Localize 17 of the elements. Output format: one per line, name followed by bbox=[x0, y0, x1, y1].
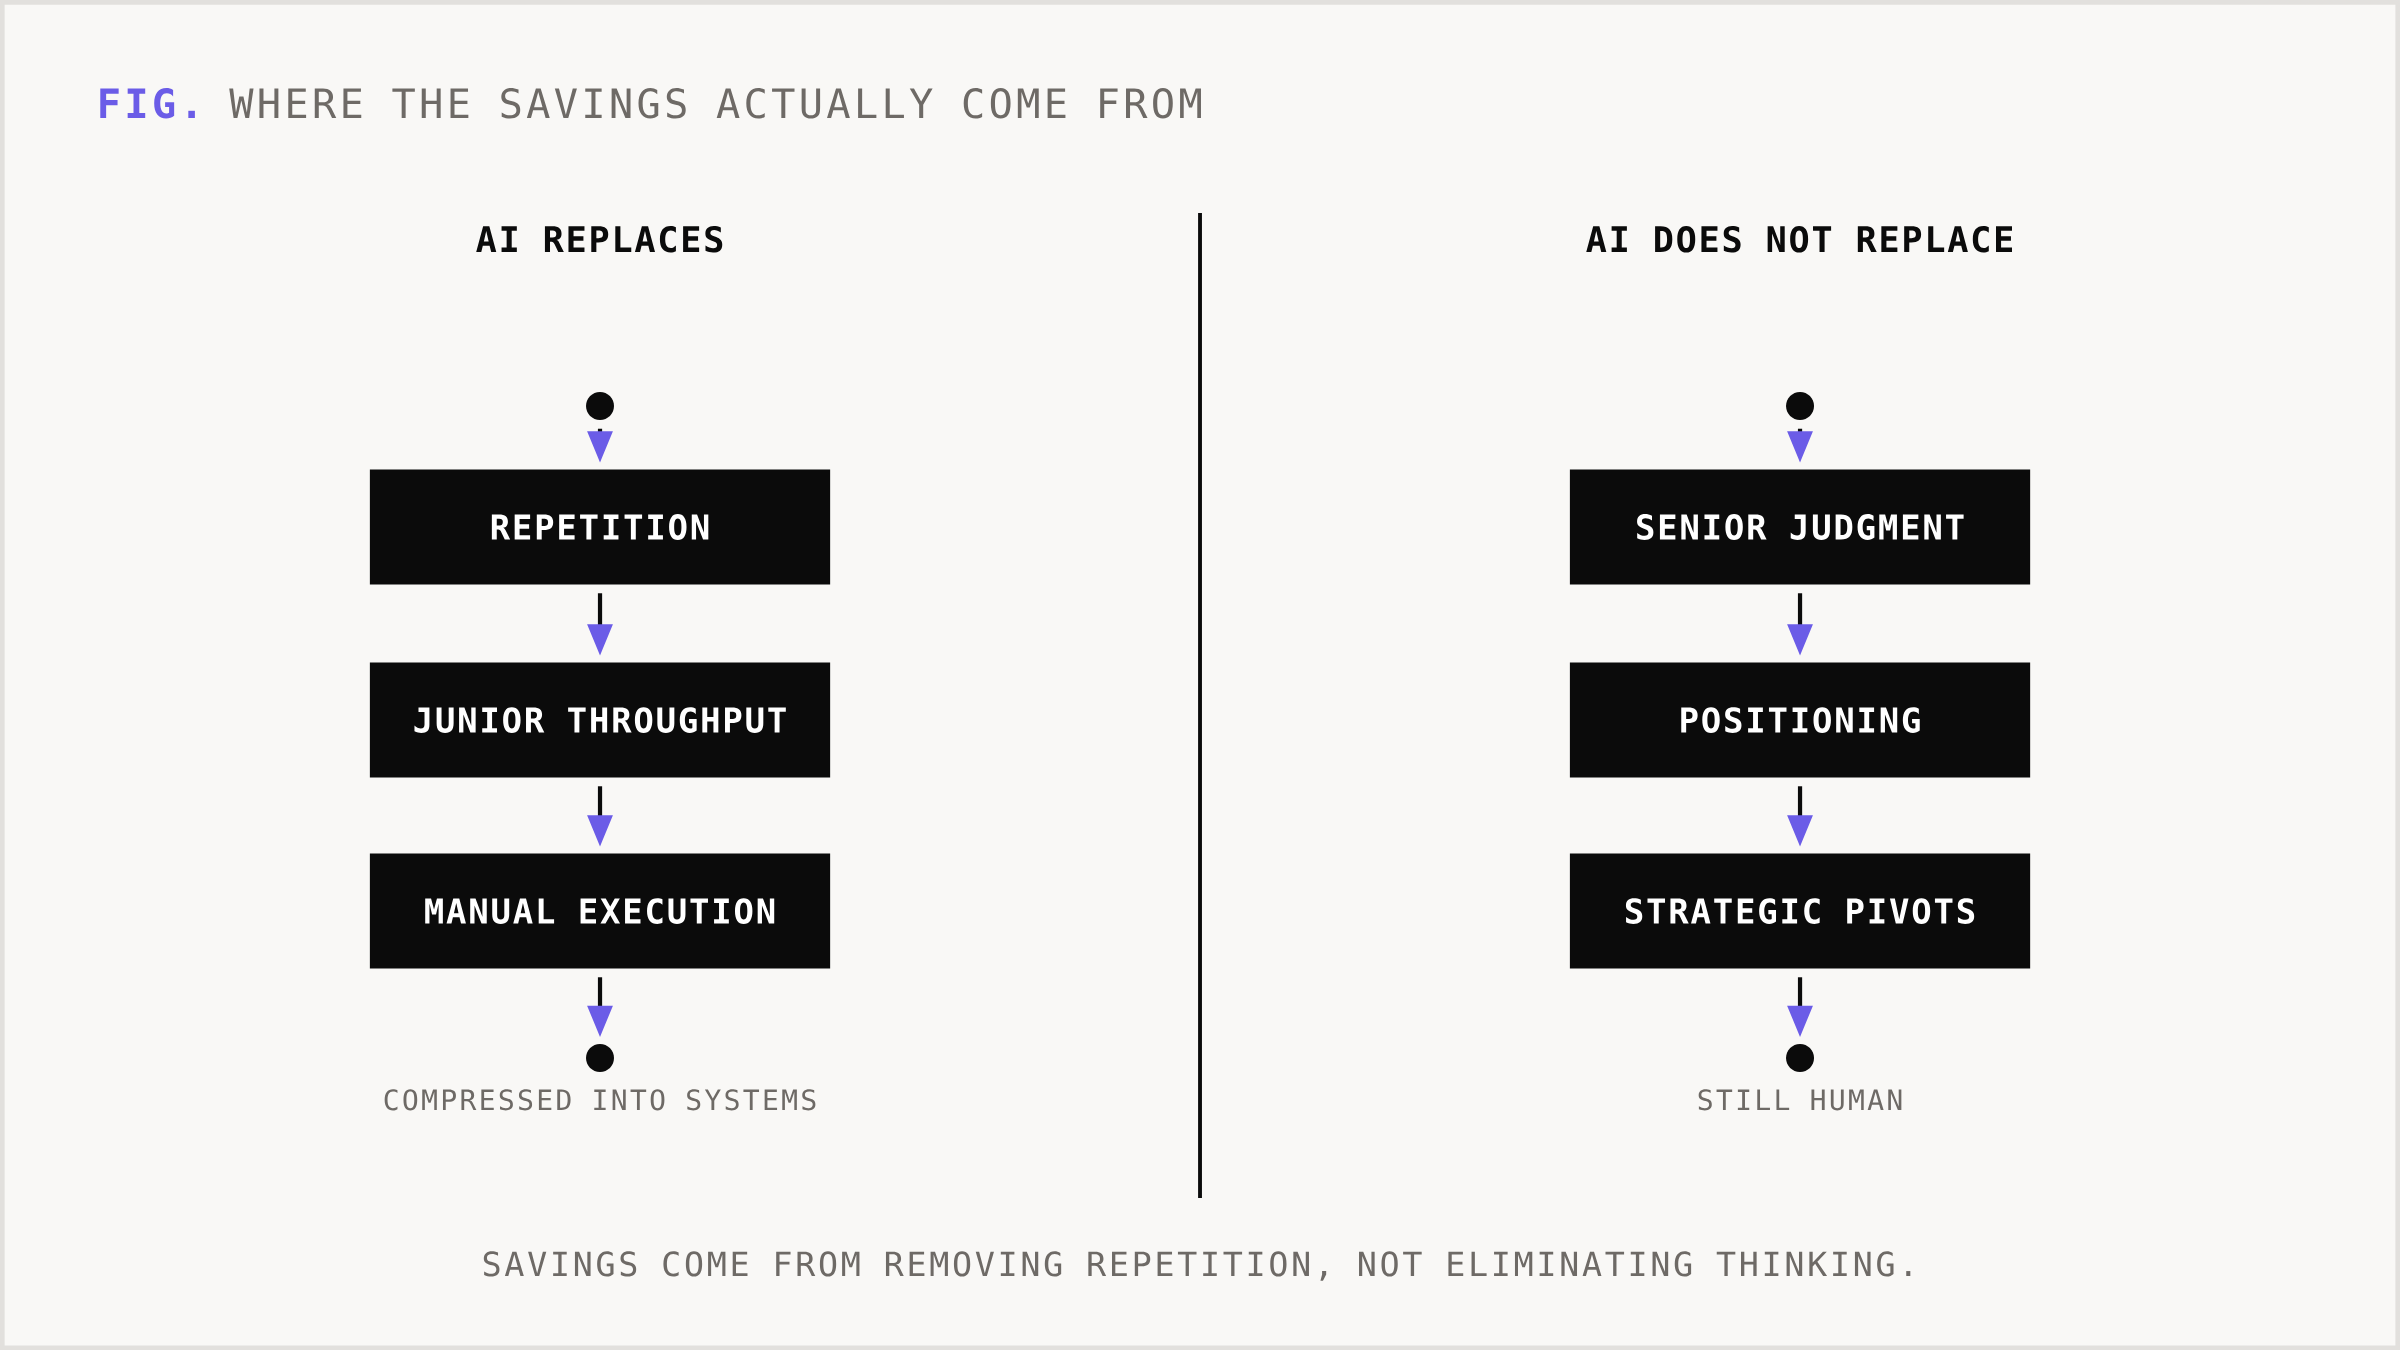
terminal-dot bbox=[586, 392, 614, 420]
process-box: JUNIOR THROUGHPUT bbox=[369, 662, 831, 778]
figure-label: FIG. bbox=[100, 88, 195, 119]
terminal-dot bbox=[1786, 392, 1815, 420]
column-heading: AI REPLACES bbox=[476, 225, 723, 253]
outcome-label: COMPRESSED INTO SYSTEMS bbox=[384, 1089, 816, 1111]
title: WHERE THE SAVINGS ACTUALLY COME FROM bbox=[229, 88, 1201, 119]
column-heading: AI DOES NOT REPLACE bbox=[1586, 225, 2012, 253]
process-box: MANUAL EXECUTION bbox=[369, 853, 831, 969]
outcome-label: STILL HUMAN bbox=[1698, 1089, 1902, 1111]
process-box: POSITIONING bbox=[1569, 662, 2031, 778]
terminal-dot bbox=[586, 1044, 614, 1073]
process-box: SENIOR JUDGMENT bbox=[1569, 469, 2031, 585]
process-box: REPETITION bbox=[369, 469, 831, 585]
caption: SAVINGS COME FROM REMOVING REPETITION, NOT ELIMINATING THINKING. bbox=[483, 1251, 1911, 1281]
process-box: STRATEGIC PIVOTS bbox=[1569, 853, 2031, 969]
terminal-dot bbox=[1786, 1044, 1815, 1073]
